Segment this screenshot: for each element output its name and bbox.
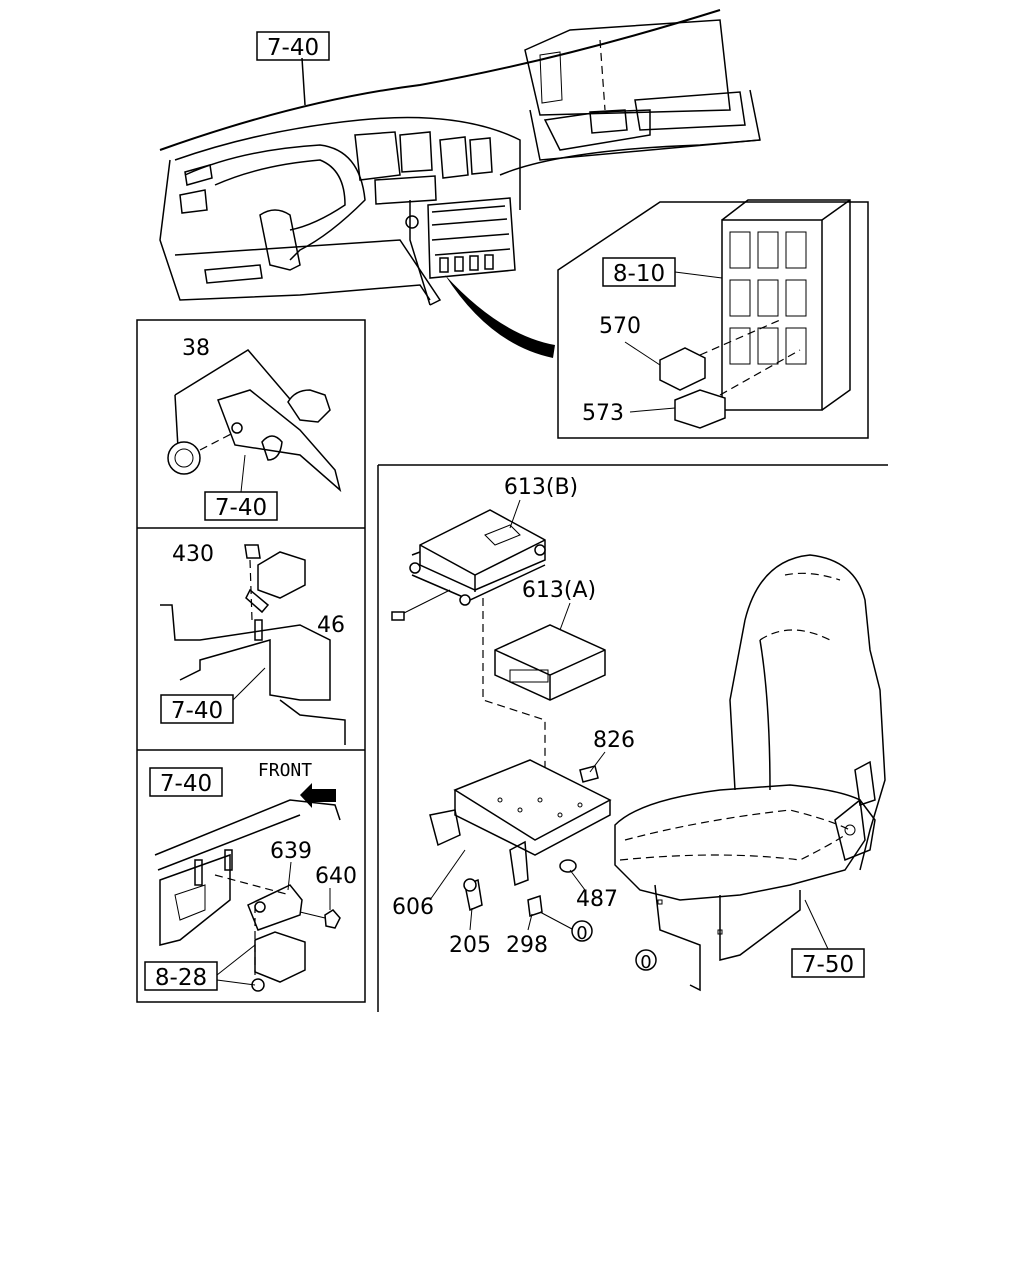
label-570: 570 (599, 314, 641, 339)
label-487: 487 (576, 887, 618, 912)
circle-ref-a: 0 (539, 911, 593, 944)
front-arrow-icon (300, 783, 336, 808)
seat-illustration (614, 554, 886, 992)
label-640: 640 (315, 864, 357, 889)
svg-text:7-50: 7-50 (802, 952, 854, 978)
ref-box-panel1: 7-40 (204, 454, 278, 521)
label-606: 606 (392, 895, 434, 920)
label-613b: 613(B) (504, 475, 578, 500)
svg-text:8-10: 8-10 (613, 261, 665, 287)
ecu-613b-illustration (391, 509, 546, 621)
svg-text:7-40: 7-40 (267, 35, 319, 61)
label-46: 46 (317, 613, 345, 638)
label-826: 826 (593, 728, 635, 753)
ref-box-seat: 7-50 (791, 899, 865, 978)
label-430: 430 (172, 542, 214, 567)
left-panel-frame (136, 319, 366, 1003)
panel-1-illustration (167, 349, 342, 493)
ref-box-panel3-bottom: 8-28 (144, 944, 256, 991)
svg-text:7-40: 7-40 (215, 495, 267, 521)
label-38: 38 (182, 336, 210, 361)
ref-box-relay: 8-10 (602, 257, 723, 287)
label-205: 205 (449, 933, 491, 958)
svg-text:0: 0 (576, 923, 587, 944)
circle-ref-b: 0 (635, 949, 657, 973)
label-639: 639 (270, 839, 312, 864)
label-573: 573 (582, 401, 624, 426)
svg-text:8-28: 8-28 (155, 965, 207, 991)
main-frame (377, 464, 888, 1012)
dashboard-illustration (159, 9, 761, 306)
label-298: 298 (506, 933, 548, 958)
ref-box-panel2: 7-40 (160, 667, 266, 724)
panel-2-illustration (160, 544, 346, 745)
label-613a: 613(A) (522, 578, 596, 603)
ecu-613a-illustration (494, 624, 606, 701)
relay-box-panel (557, 199, 869, 439)
panel-3-illustration (154, 799, 341, 992)
ref-box-panel3: 7-40 (149, 767, 223, 797)
bracket-606-illustration (429, 759, 612, 918)
ref-box-dash-top: 7-40 (256, 31, 330, 61)
callout-wedge (445, 275, 555, 358)
front-label: FRONT (258, 760, 312, 781)
svg-text:7-40: 7-40 (171, 698, 223, 724)
svg-text:7-40: 7-40 (160, 771, 212, 797)
svg-text:0: 0 (640, 952, 651, 973)
